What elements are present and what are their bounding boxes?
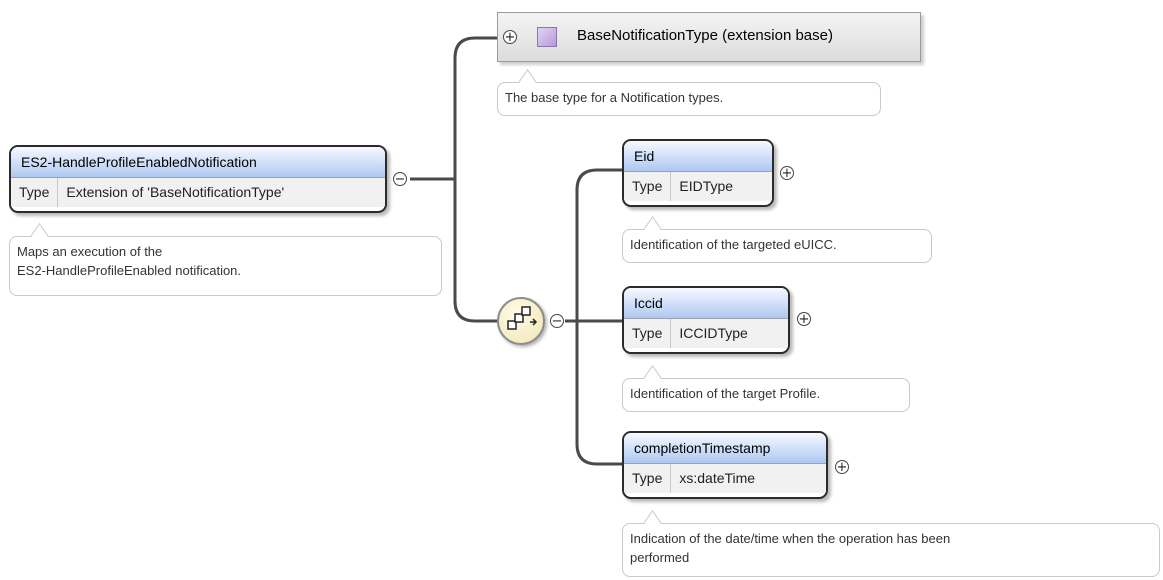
root-type-row: Type Extension of 'BaseNotificationType'	[11, 177, 385, 207]
element-completion-timestamp-type-row: Type xs:dateTime	[624, 463, 826, 493]
element-completion-timestamp-type-label: Type	[624, 464, 672, 493]
sequence-glyph	[507, 306, 538, 330]
element-completion-timestamp-name: completionTimestamp	[624, 433, 826, 463]
plus-circle-icon[interactable]: +	[835, 460, 849, 475]
eid-doc-text: Identification of the targeted eUICC.	[630, 237, 837, 252]
extension-base-label: BaseNotificationType (extension base)	[577, 27, 833, 44]
root-doc-line-2: ES2-HandleProfileEnabled notification.	[17, 263, 242, 278]
completion-timestamp-doc-line-1: Indication of the date/time when the ope…	[630, 531, 951, 546]
plus-circle-icon[interactable]: +	[503, 30, 517, 45]
element-iccid-type-label: Type	[624, 319, 672, 348]
element-iccid-box[interactable]: Iccid Type ICCIDType	[622, 286, 790, 354]
plus-circle-icon[interactable]: +	[797, 312, 811, 327]
element-eid-type-row: Type EIDType	[624, 171, 772, 201]
extension-base-box[interactable]: + BaseNotificationType (extension base)	[497, 12, 921, 62]
root-type-label: Type	[11, 178, 59, 207]
root-doc-line-1: Maps an execution of the	[17, 244, 163, 259]
minus-circle-icon[interactable]: −	[393, 172, 407, 187]
plus-circle-icon[interactable]: +	[780, 166, 794, 181]
base-doc-text: The base type for a Notification types.	[505, 90, 724, 105]
root-element-box[interactable]: ES2-HandleProfileEnabledNotification Typ…	[9, 145, 387, 213]
root-element-name: ES2-HandleProfileEnabledNotification	[11, 147, 385, 177]
element-eid-box[interactable]: Eid Type EIDType	[622, 139, 774, 207]
root-documentation: Maps an execution of the ES2-HandleProfi…	[9, 223, 442, 296]
element-iccid-type-row: Type ICCIDType	[624, 318, 788, 348]
completion-timestamp-documentation: Indication of the date/time when the ope…	[622, 510, 1160, 577]
element-eid-type-value: EIDType	[679, 178, 734, 194]
iccid-documentation: Identification of the target Profile.	[622, 365, 910, 412]
completion-timestamp-doc-line-2: performed	[630, 550, 690, 565]
element-iccid-name: Iccid	[624, 288, 788, 318]
element-eid-name: Eid	[624, 141, 772, 171]
complex-type-icon	[537, 27, 557, 47]
element-iccid-type-value: ICCIDType	[679, 325, 748, 341]
iccid-doc-text: Identification of the target Profile.	[630, 386, 821, 401]
minus-circle-icon[interactable]: −	[550, 314, 564, 329]
base-documentation: The base type for a Notification types.	[497, 69, 881, 116]
element-completion-timestamp-type-value: xs:dateTime	[679, 470, 756, 486]
eid-documentation: Identification of the targeted eUICC.	[622, 216, 932, 263]
sequence-compositor-icon[interactable]	[497, 297, 545, 345]
root-type-value: Extension of 'BaseNotificationType'	[66, 184, 285, 200]
element-eid-type-label: Type	[624, 172, 672, 201]
element-completion-timestamp-box[interactable]: completionTimestamp Type xs:dateTime	[622, 431, 828, 499]
